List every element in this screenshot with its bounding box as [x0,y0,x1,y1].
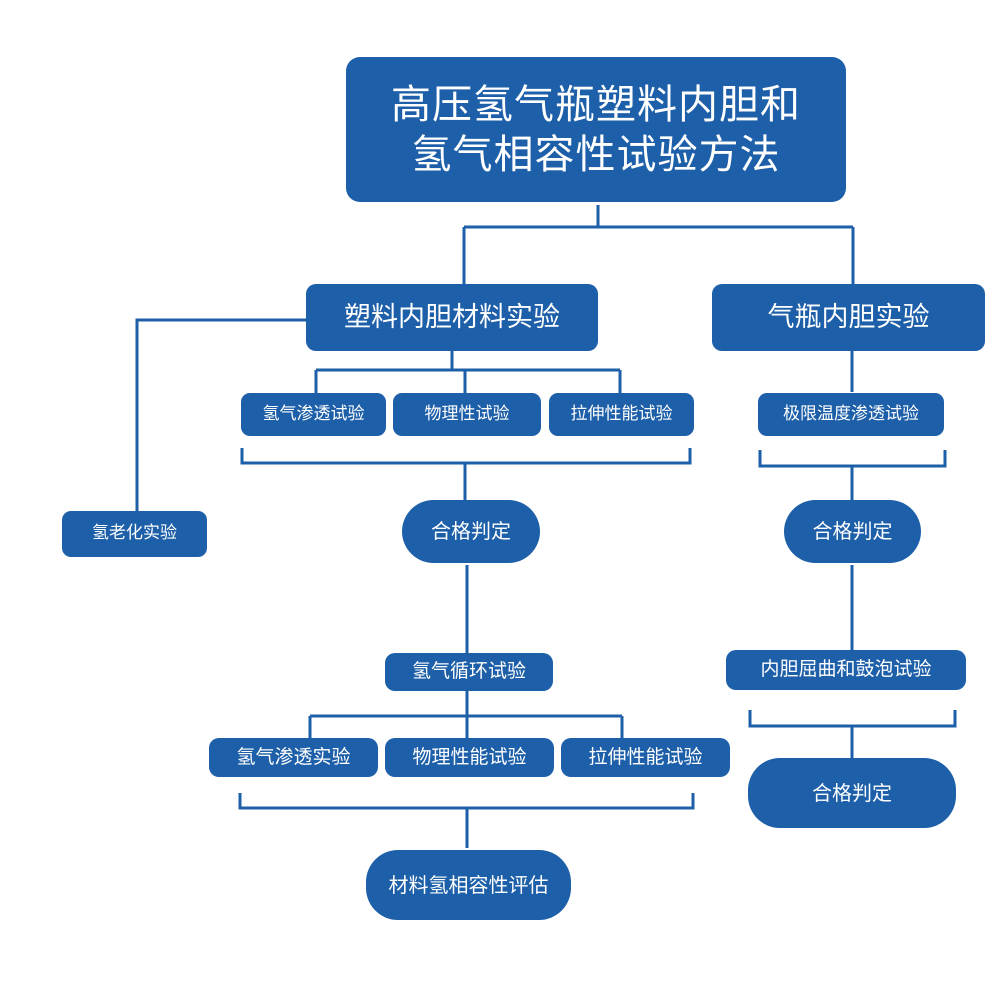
hydrogen-permeation-test-box: 氢气渗透试验 [241,393,386,436]
tensile-property-test-box: 拉伸性能试验 [561,738,730,777]
hydrogen-cycle-test-box: 氢气循环试验 [385,653,553,691]
physical-property-test-box: 物理性能试验 [385,738,554,777]
physical-test-box: 物理性试验 [393,393,541,436]
right-qualification-judgment-box-1: 合格判定 [784,500,921,563]
main-title-box: 高压氢气瓶塑料内胆和 氢气相容性试验方法 [346,57,846,202]
tensile-test-box: 拉伸性能试验 [549,393,694,436]
main-title-line1: 高压氢气瓶塑料内胆和 [391,81,801,128]
right-qualification-judgment-box-2: 合格判定 [748,758,956,828]
material-hydrogen-compatibility-evaluation-box: 材料氢相容性评估 [366,850,571,920]
plastic-liner-material-test-box: 塑料内胆材料实验 [306,284,598,351]
hydrogen-permeation-experiment-box: 氢气渗透实验 [209,738,378,777]
left-qualification-judgment-box: 合格判定 [402,500,540,563]
liner-buckling-blistering-test-box: 内胆屈曲和鼓泡试验 [726,650,966,690]
cylinder-liner-test-box: 气瓶内胆实验 [712,284,985,351]
hydrogen-aging-test-box: 氢老化实验 [62,511,207,557]
main-title-line2: 氢气相容性试验方法 [411,131,781,178]
extreme-temperature-permeation-test-box: 极限温度渗透试验 [758,393,944,436]
